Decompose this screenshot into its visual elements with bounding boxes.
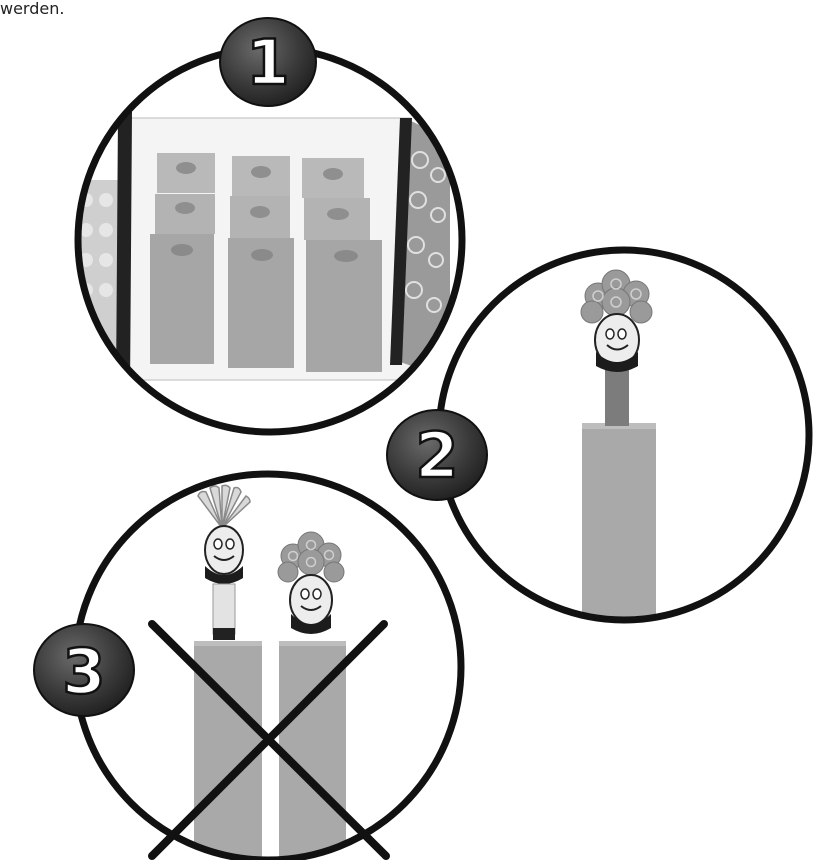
curly-hair-figure-short (278, 532, 344, 634)
step-number-2: 2 (415, 419, 458, 492)
step-2-panel (439, 250, 809, 621)
step-number-1: 1 (246, 26, 289, 99)
storage-slots (150, 153, 382, 372)
block (582, 423, 656, 621)
step-badge-3: 3 (34, 624, 134, 716)
curly-hair-figure (581, 270, 652, 372)
step-badge-1: 1 (220, 18, 316, 106)
fan-hair-figure (198, 485, 250, 640)
step-badge-2: 2 (387, 410, 487, 500)
cross-mark-icon (152, 624, 386, 856)
tray-divider-left (116, 112, 132, 390)
step-number-3: 3 (62, 635, 105, 708)
